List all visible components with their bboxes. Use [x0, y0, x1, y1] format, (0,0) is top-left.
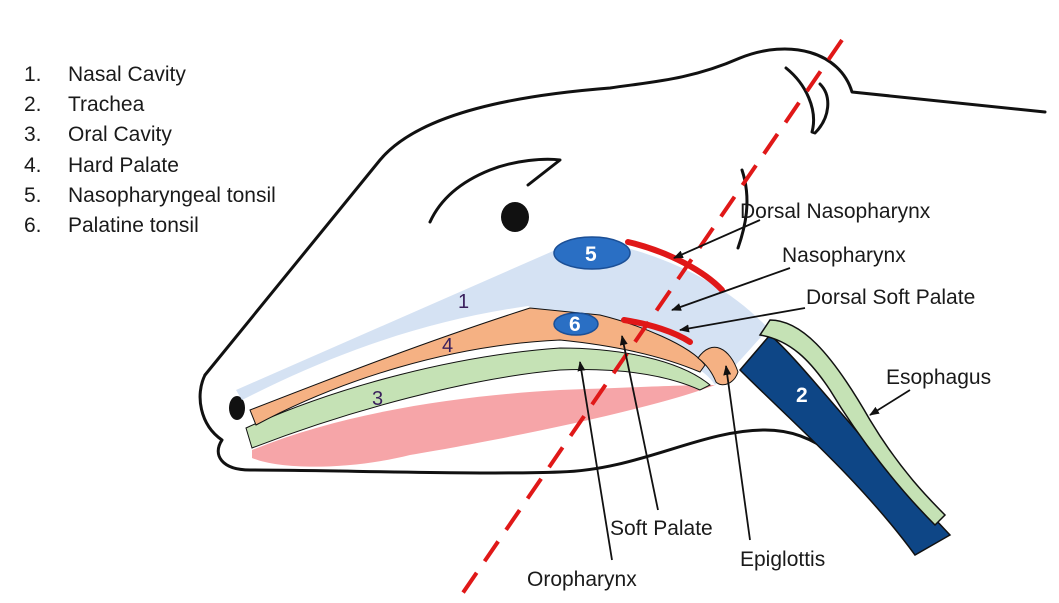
oral-cavity-number: 3	[372, 388, 383, 410]
eye-icon	[501, 202, 529, 232]
label-dorsal-nasopharynx: Dorsal Nasopharynx	[740, 200, 931, 223]
nasopharyngeal-tonsil-number: 5	[585, 243, 597, 266]
label-soft-palate: Soft Palate	[610, 517, 713, 540]
trachea-number: 2	[796, 384, 808, 407]
esophagus-arrow	[870, 390, 910, 415]
label-nasopharynx: Nasopharynx	[782, 244, 906, 267]
esophagus-region	[760, 320, 945, 525]
epiglottis-arrow	[726, 366, 750, 540]
nasal-cavity-number: 1	[458, 291, 469, 313]
ear-inner-outline	[786, 68, 828, 133]
label-epiglottis: Epiglottis	[740, 548, 825, 571]
label-oropharynx: Oropharynx	[527, 568, 637, 591]
label-esophagus: Esophagus	[886, 366, 991, 389]
eyebrow-outline	[430, 159, 560, 222]
hard-palate-number: 4	[442, 335, 453, 357]
dorsal-nasopharynx-arrow	[674, 220, 760, 258]
oral-cavity-region	[252, 385, 715, 467]
palatine-tonsil-number: 6	[569, 313, 581, 336]
label-dorsal-soft-palate: Dorsal Soft Palate	[806, 286, 975, 309]
